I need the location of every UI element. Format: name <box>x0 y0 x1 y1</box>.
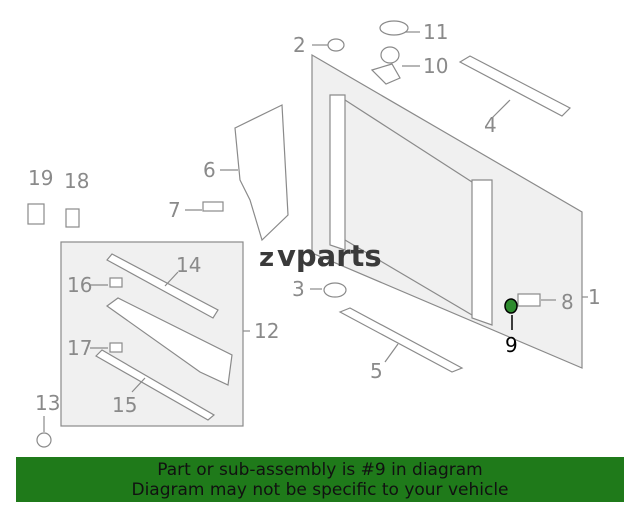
callout-12: 12 <box>254 319 279 343</box>
drain-cock-o-ring <box>504 298 518 314</box>
callout-19: 19 <box>28 166 53 190</box>
clip-17 <box>109 342 123 353</box>
callout-9: 9 <box>505 333 518 357</box>
lower-seal-strip <box>338 307 464 373</box>
callout-5: 5 <box>370 359 383 383</box>
radiator-cap <box>379 20 409 36</box>
air-guide-bracket <box>234 104 289 242</box>
watermark-logo: z vparts <box>259 239 382 273</box>
drain-cock <box>517 293 541 307</box>
callout-2: 2 <box>293 33 306 57</box>
callout-13: 13 <box>35 391 60 415</box>
callout-17: 17 <box>67 336 92 360</box>
lower-seal-15 <box>95 349 216 421</box>
callout-1: 1 <box>588 285 601 309</box>
radiator-inlet-pipe <box>370 63 401 85</box>
support-frame-12 <box>105 297 233 386</box>
callout-7: 7 <box>168 198 181 222</box>
callout-15: 15 <box>112 393 137 417</box>
bolt <box>202 201 224 212</box>
clip-16 <box>109 277 123 288</box>
callout-10: 10 <box>423 54 448 78</box>
side-clip-19 <box>27 203 45 225</box>
info-banner: Part or sub-assembly is #9 in diagram Di… <box>16 457 624 502</box>
watermark-text: vparts <box>277 239 382 273</box>
banner-line-2: Diagram may not be specific to your vehi… <box>131 480 509 500</box>
callout-16: 16 <box>67 273 92 297</box>
radiator-left-tank <box>329 94 346 251</box>
side-clip-18 <box>65 208 80 228</box>
lower-grommet <box>323 282 347 298</box>
retaining-nut <box>36 432 52 448</box>
hose-fitting <box>380 46 400 64</box>
callout-6: 6 <box>203 158 216 182</box>
callout-14: 14 <box>176 253 201 277</box>
callout-8: 8 <box>561 290 574 314</box>
upper-grommet <box>327 38 345 52</box>
upper-support-bar <box>458 55 572 117</box>
callout-3: 3 <box>292 277 305 301</box>
callout-4: 4 <box>484 113 497 137</box>
radiator-panel <box>311 53 583 369</box>
watermark-letter: z <box>259 243 274 273</box>
callout-18: 18 <box>64 169 89 193</box>
callout-11: 11 <box>423 20 448 44</box>
banner-line-1: Part or sub-assembly is #9 in diagram <box>157 460 483 480</box>
radiator-right-tank <box>471 179 493 326</box>
upper-seal-14 <box>106 253 219 319</box>
